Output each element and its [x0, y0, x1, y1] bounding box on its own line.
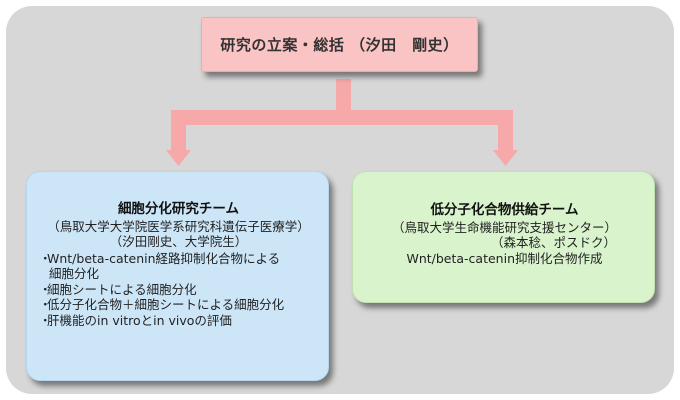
compound-supply-team-box: 低分子化合物供給チーム （鳥取大学生命機能研究支援センター） （森本稔、ポスドク… [352, 171, 655, 303]
task-text: 肝機能のin vitroとin vivoの評価 [47, 312, 232, 328]
research-lead-box: 研究の立案・総括 （汐田 剛史） [201, 17, 478, 72]
task-item: ・Wnt/beta-catenin経路抑制化合物による [39, 251, 318, 267]
task-text: 低分子化合物＋細胞シートによる細胞分化 [47, 297, 285, 312]
cell-differentiation-team-box: 細胞分化研究チーム （鳥取大学大学院医学系研究科遺伝子医療学） （汐田剛史、大学… [26, 171, 329, 381]
cell-team-task-list: ・Wnt/beta-catenin経路抑制化合物による 細胞分化 ・細胞シートに… [39, 251, 318, 329]
task-text: Wnt/beta-catenin経路抑制化合物による [47, 250, 281, 266]
cell-team-affiliation: （鳥取大学大学院医学系研究科遺伝子医療学） [47, 218, 310, 234]
task-text-continued: 細胞分化 [49, 266, 100, 281]
arrow-head-left [166, 150, 191, 166]
bullet: ・ [39, 281, 52, 297]
research-lead-title: 研究の立案・総括 （汐田 剛史） [220, 36, 459, 54]
compound-team-affiliation: （鳥取大学生命機能研究支援センター） [391, 219, 617, 235]
bullet: ・ [39, 250, 52, 266]
connector-bar [171, 110, 513, 125]
task-item: ・細胞シートによる細胞分化 [39, 282, 318, 298]
cell-team-title: 細胞分化研究チーム [117, 201, 240, 217]
bullet: ・ [39, 312, 52, 328]
connector-right-drop [498, 110, 513, 152]
task-item: ・肝機能のin vitroとin vivoの評価 [39, 313, 318, 329]
bullet: ・ [39, 297, 52, 312]
cell-team-members: （汐田剛史、大学院生） [109, 234, 248, 249]
task-item: ・低分子化合物＋細胞シートによる細胞分化 [39, 297, 318, 313]
compound-team-task: Wnt/beta-catenin抑制化合物作成 [406, 250, 603, 266]
connector-left-drop [171, 110, 186, 152]
compound-team-members: （森本稔、ポスドク） [490, 235, 616, 250]
arrow-head-right [493, 150, 518, 166]
task-text: 細胞シートによる細胞分化 [47, 281, 197, 297]
compound-team-title: 低分子化合物供給チーム [430, 202, 579, 218]
